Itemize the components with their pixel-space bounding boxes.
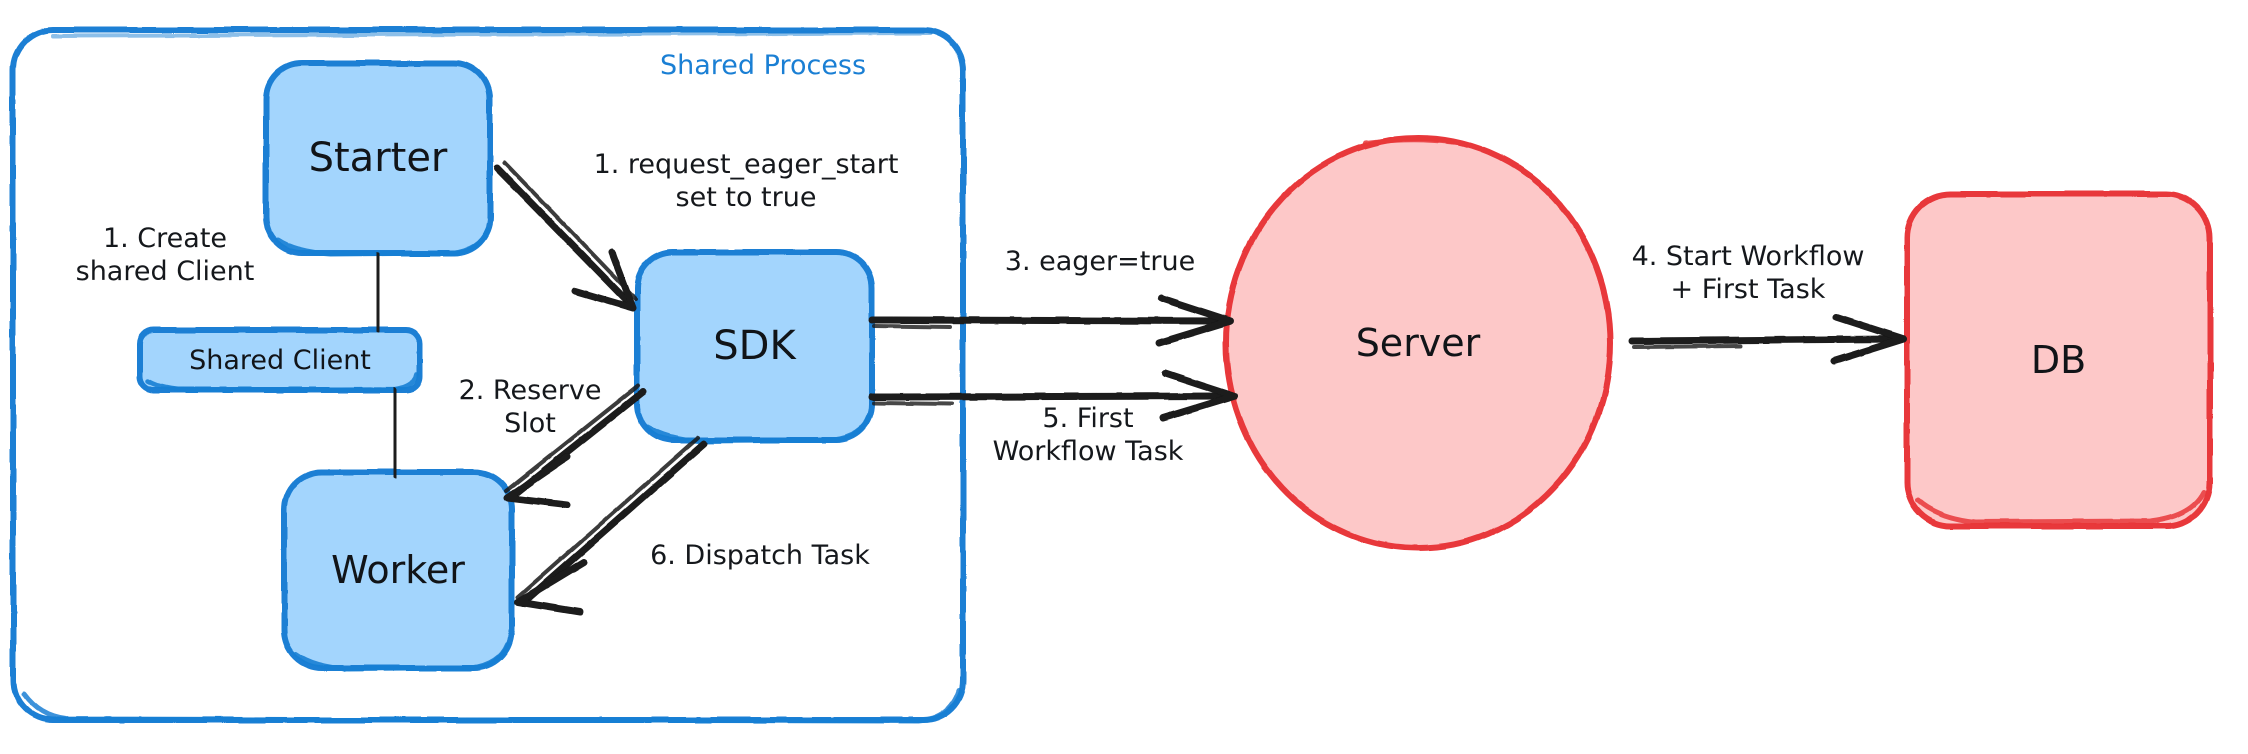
edge-eager-true	[868, 294, 1235, 347]
edge-shared-client-worker	[391, 387, 399, 479]
edge-label-first-workflow-task: 5. First Workflow Task	[992, 403, 1184, 467]
edge-label-eager-true: 3. eager=true	[1004, 245, 1196, 277]
edge-reserve-slot	[503, 384, 647, 509]
edge-label-dispatch-task: 6. Dispatch Task	[650, 539, 870, 571]
node-db[interactable]	[1904, 191, 2213, 529]
shared-process-group	[10, 27, 966, 724]
edge-first-workflow-task	[868, 369, 1239, 422]
edge-label-request-eager-start: 1. request_eager_start set to true	[593, 149, 899, 213]
edge-label-start-workflow-first-task: 4. Start Workflow + First Task	[1631, 241, 1865, 305]
node-server[interactable]	[1223, 135, 1613, 551]
edge-label-reserve-slot: 2. Reserve Slot	[458, 375, 602, 439]
group-title-shared-process: Shared Process	[660, 50, 867, 81]
edge-label-create-shared-client: 1. Create shared Client	[75, 223, 255, 287]
edge-create-shared-client	[374, 252, 382, 333]
node-worker[interactable]	[281, 469, 515, 672]
edge-start-workflow-first-task	[1628, 313, 1908, 365]
node-shared-client[interactable]	[137, 327, 423, 393]
node-sdk[interactable]	[634, 249, 875, 444]
edge-dispatch-task	[514, 436, 708, 616]
edge-request-eager-start	[493, 161, 638, 312]
